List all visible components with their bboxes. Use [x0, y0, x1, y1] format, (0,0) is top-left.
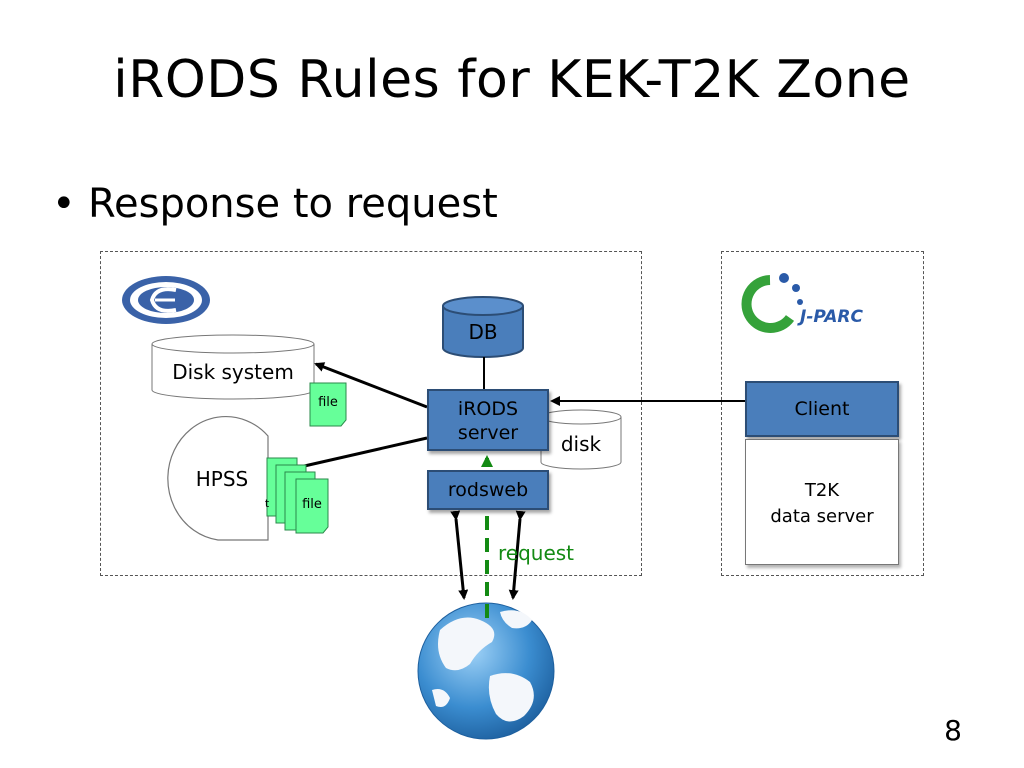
local-disk-cylinder	[540, 409, 622, 470]
file-label: file	[318, 395, 338, 410]
tape-stack-icon	[266, 457, 329, 534]
t2k-data-server-box: T2K data server	[745, 439, 899, 565]
bullet-dot: •	[52, 181, 76, 227]
slide-title: iRODS Rules for KEK-T2K Zone	[113, 50, 911, 110]
page-number: 8	[944, 714, 962, 747]
db-cylinder	[442, 296, 524, 358]
traffic-arrow-left	[450, 510, 469, 600]
traffic-arrow-right	[508, 510, 526, 600]
tape-file-label: file	[302, 497, 322, 512]
request-label: request	[498, 541, 575, 565]
disk-system-label: Disk system	[172, 360, 294, 384]
globe-icon	[417, 602, 555, 740]
line-to-hpss	[299, 436, 428, 469]
bullet-text: Response to request	[88, 181, 498, 227]
disk-system-cylinder	[151, 334, 315, 400]
client-label: Client	[794, 398, 850, 420]
j-parc-logo-icon: J-PARC	[741, 273, 864, 333]
disk-label: disk	[560, 432, 602, 456]
rodsweb-box: rodsweb	[427, 470, 549, 510]
arrow-to-disk-system	[314, 362, 428, 409]
hpss-label: HPSS	[195, 467, 249, 491]
bullet-item: • Response to request	[52, 180, 498, 228]
file-icon	[309, 382, 347, 427]
jparc-zone-frame	[721, 251, 924, 576]
db-label: DB	[468, 320, 498, 344]
irods-server-line1: iRODS	[457, 398, 519, 420]
tape-label: t	[264, 497, 270, 510]
hpss-storage-shape	[167, 415, 269, 541]
t2k-line1: T2K	[804, 480, 840, 501]
client-box: Client	[745, 381, 899, 437]
irods-server-line2: server	[457, 422, 519, 444]
t2k-line2: data server	[770, 506, 874, 527]
kek-zone-frame	[100, 251, 642, 576]
kek-logo-icon	[122, 276, 210, 324]
irods-server-box: iRODS server	[427, 389, 549, 451]
rodsweb-label: rodsweb	[447, 479, 529, 501]
svg-text:J-PARC: J-PARC	[797, 307, 864, 327]
